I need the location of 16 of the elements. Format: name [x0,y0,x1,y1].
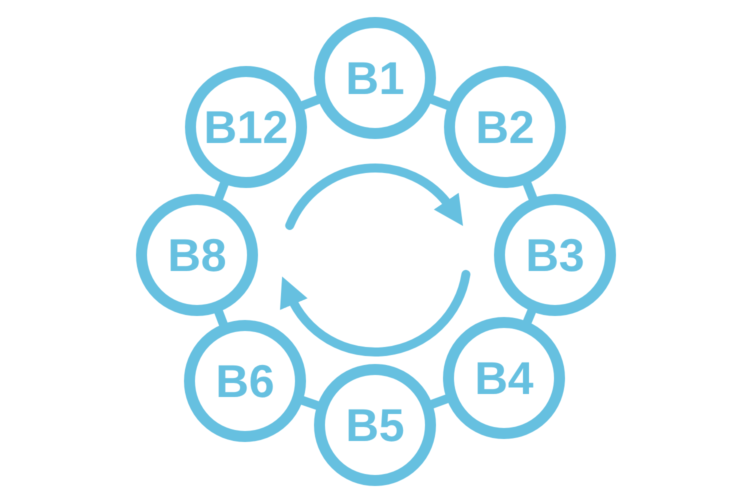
connector-line [522,180,538,202]
step-circle: B12 [185,66,307,188]
connector-line [300,94,322,110]
step-circle: B3 [494,194,616,316]
connector-line [214,180,230,202]
step-circle: B8 [136,194,258,316]
step-circle: B4 [443,317,565,439]
step-circle: B5 [314,364,436,486]
connector-line [522,308,537,326]
connector-line [214,308,228,328]
connector-line [428,94,452,110]
connector-line [299,396,321,410]
step-circle: B1 [314,17,436,139]
connector-line [428,394,450,410]
step-circle: B2 [444,66,566,188]
step-circle: B6 [184,320,306,442]
